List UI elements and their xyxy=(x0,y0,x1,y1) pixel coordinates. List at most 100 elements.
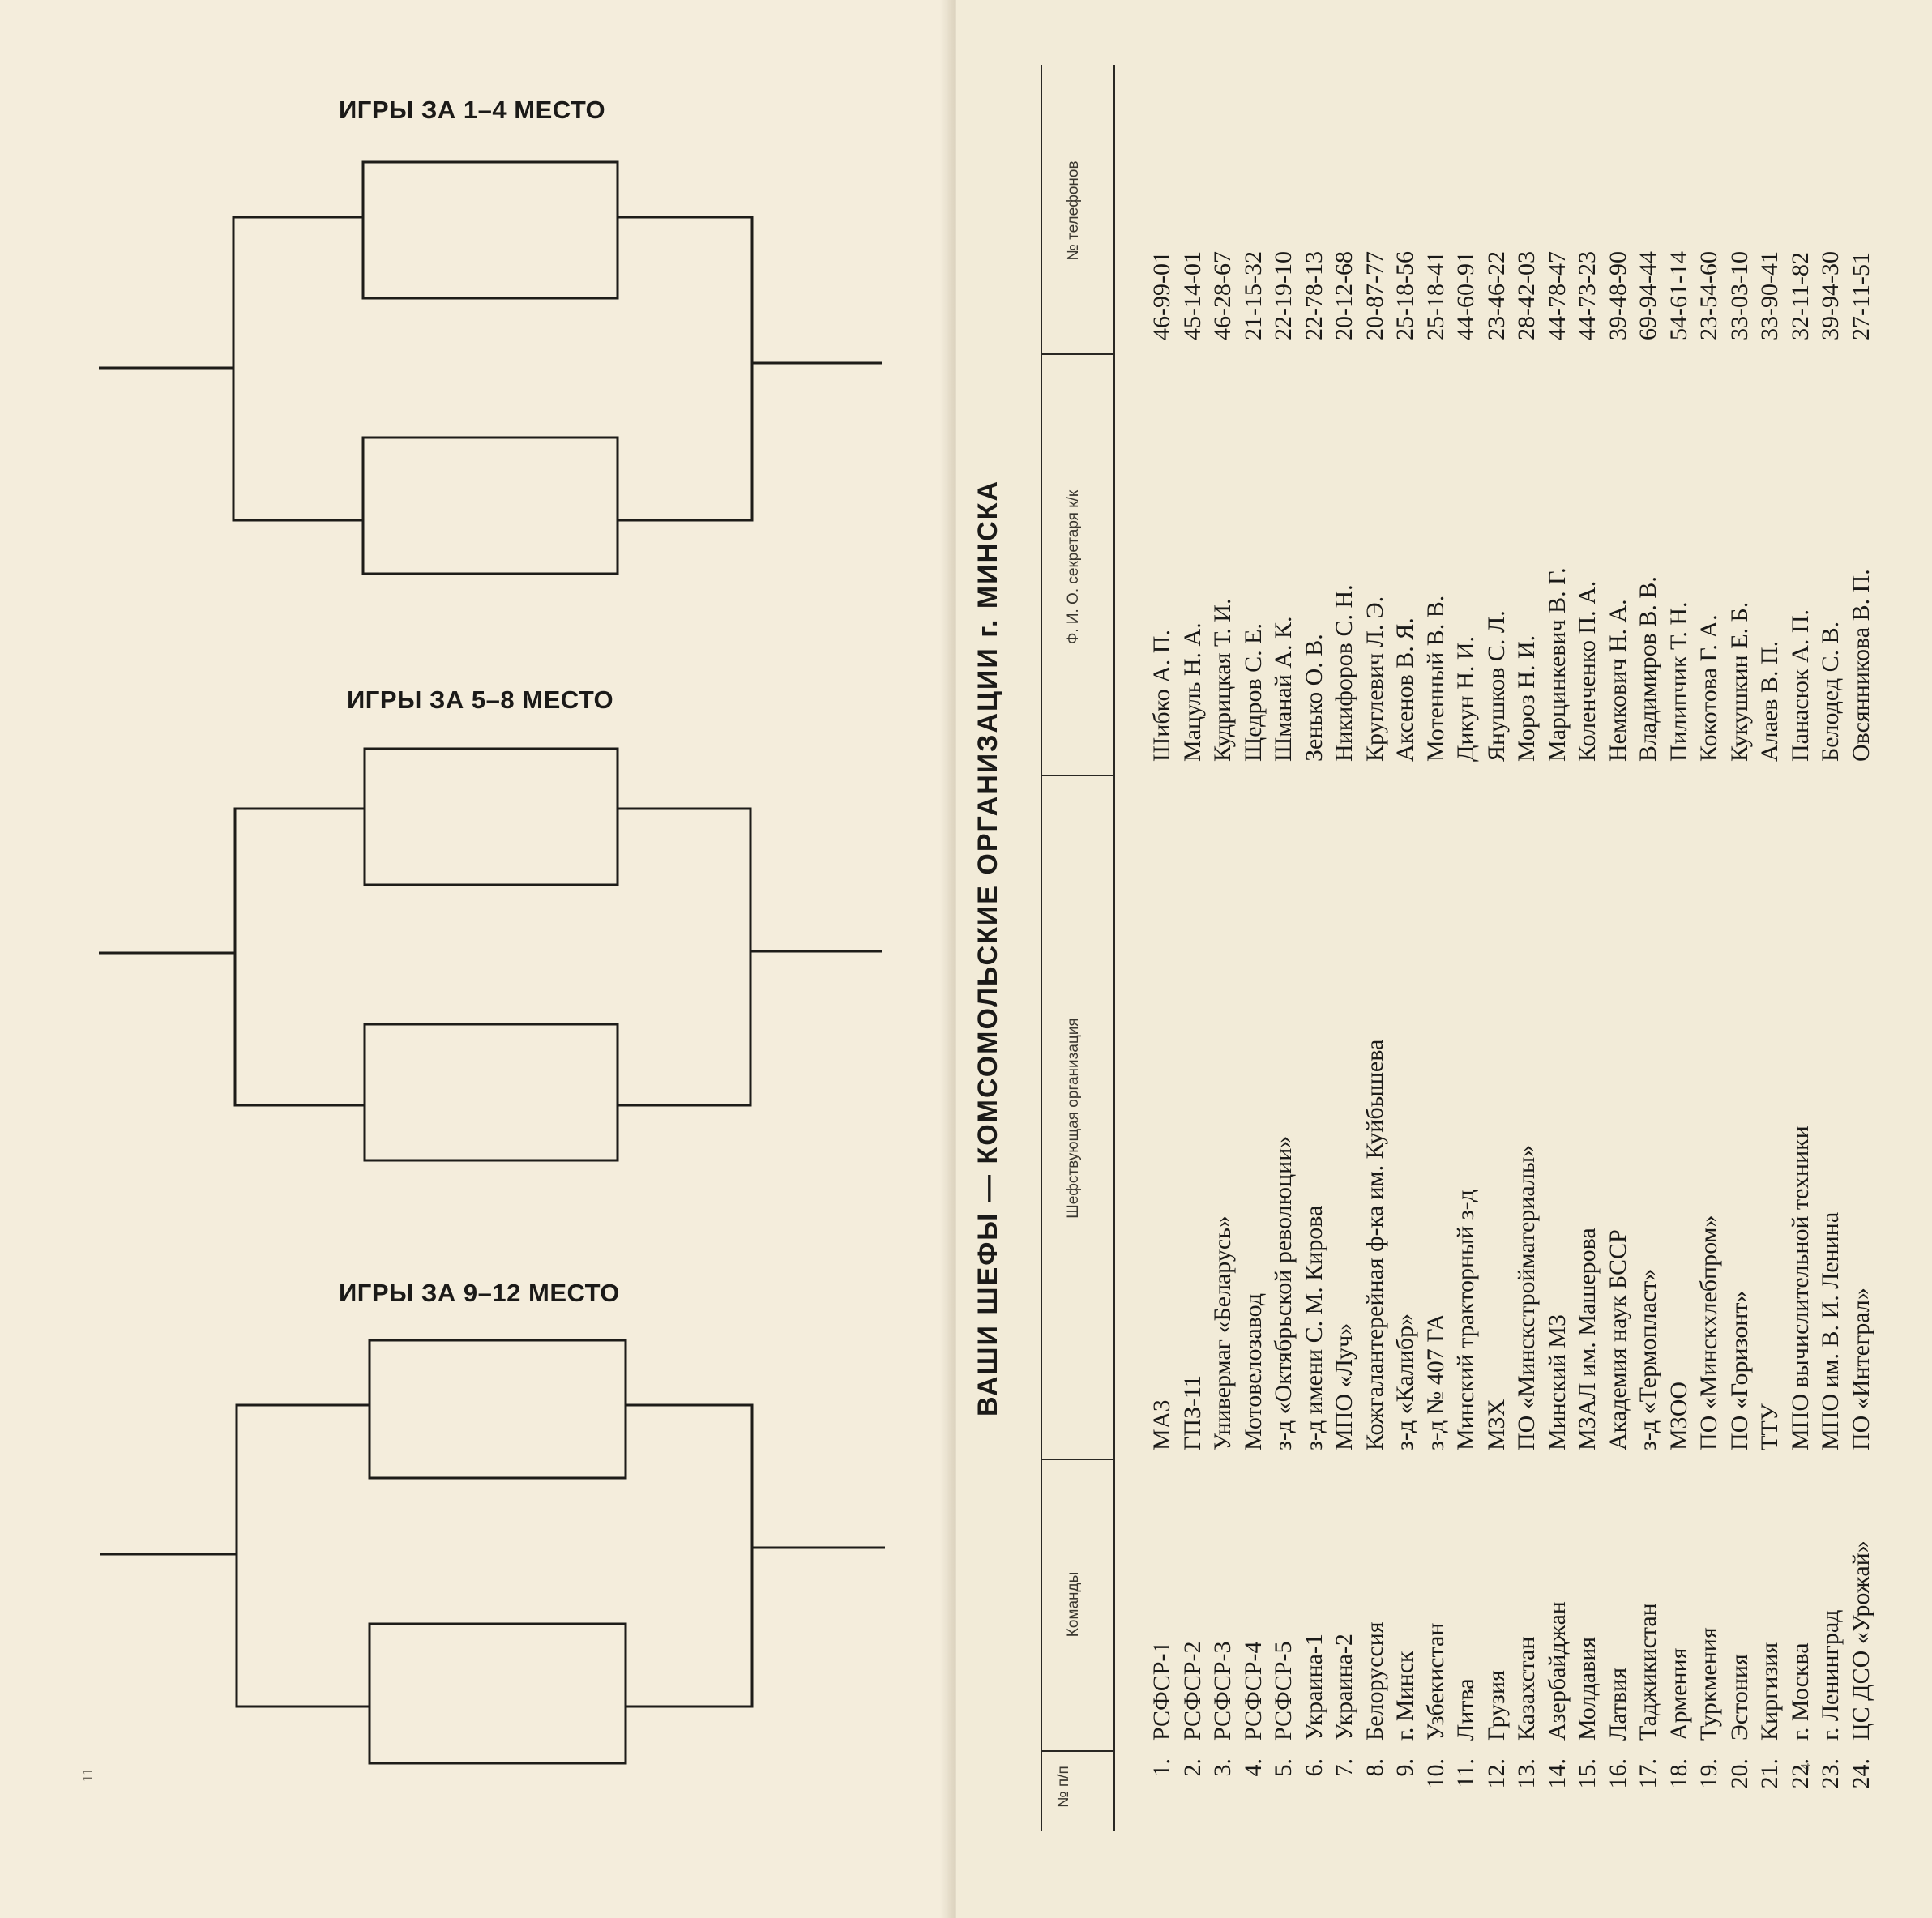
row-number: 8. xyxy=(1361,1758,1388,1777)
left-page: ИГРЫ ЗА 1–4 МЕСТО ИГРЫ ЗА 5–8 МЕСТО ИГРЫ… xyxy=(0,0,948,1918)
row-organization: ПО «Минскхлебпром» xyxy=(1696,1215,1722,1450)
row-team: Латвия xyxy=(1605,1667,1631,1741)
row-team: Азербайджан xyxy=(1544,1601,1571,1741)
row-secretary: Коленченко П. А. xyxy=(1575,580,1601,762)
row-team: Таджикистан xyxy=(1635,1603,1661,1741)
row-secretary: Круглевич Л. Э. xyxy=(1361,596,1388,762)
row-organization: МПО «Луч» xyxy=(1331,1322,1357,1450)
patrons-table-block: ВАШИ ШЕФЫ — КОМСОМОЛЬСКИЕ ОРГАНИЗАЦИИ г.… xyxy=(972,65,1913,1831)
row-phone: 28-42-03 xyxy=(1514,251,1540,340)
header-secretary: Ф. И. О. секретаря к/к xyxy=(1065,489,1082,645)
row-secretary: Мороз Н. И. xyxy=(1514,634,1540,762)
row-number: 20. xyxy=(1726,1758,1753,1789)
row-team: г. Минск xyxy=(1392,1651,1418,1741)
row-organization: з-д «Октябрьской революции» xyxy=(1271,1135,1297,1450)
row-number: 6. xyxy=(1301,1758,1327,1777)
row-number: 17. xyxy=(1635,1758,1661,1789)
row-number: 16. xyxy=(1605,1758,1631,1789)
row-phone: 22-78-13 xyxy=(1301,251,1327,340)
row-secretary: Шибко А. П. xyxy=(1149,630,1175,762)
row-number: 4. xyxy=(1240,1758,1267,1777)
row-phone: 33-90-41 xyxy=(1757,251,1783,340)
row-number: 23. xyxy=(1818,1758,1844,1789)
row-organization: Мотовелозавод xyxy=(1240,1292,1267,1450)
row-phone: 39-48-90 xyxy=(1605,251,1631,340)
row-number: 9. xyxy=(1392,1758,1418,1777)
row-organization: МАЗ xyxy=(1149,1399,1175,1450)
row-number: 24. xyxy=(1848,1758,1874,1789)
row-number: 21. xyxy=(1757,1758,1783,1789)
row-team: РСФСР-4 xyxy=(1240,1641,1267,1741)
row-secretary: Шманай А. К. xyxy=(1271,616,1297,762)
match-box-bottom xyxy=(361,436,619,575)
row-organization: з-д «Калибр» xyxy=(1392,1313,1418,1450)
row-phone: 44-60-91 xyxy=(1453,251,1479,340)
table-title: ВАШИ ШЕФЫ — КОМСОМОЛЬСКИЕ ОРГАНИЗАЦИИ г.… xyxy=(972,479,1003,1417)
row-secretary: Мотенный В. В. xyxy=(1422,595,1449,762)
row-organization: МЗАЛ им. Машерова xyxy=(1575,1228,1601,1450)
row-secretary: Никифоров С. Н. xyxy=(1331,584,1357,762)
row-phone: 39-94-30 xyxy=(1818,251,1844,340)
row-team: РСФСР-3 xyxy=(1210,1641,1236,1741)
row-phone: 23-46-22 xyxy=(1483,251,1510,340)
row-team: РСФСР-5 xyxy=(1271,1641,1297,1741)
row-organization: МПО им. В. И. Ленина xyxy=(1818,1211,1844,1450)
row-team: Казахстан xyxy=(1514,1636,1540,1741)
row-number: 13. xyxy=(1514,1758,1540,1789)
row-organization: Минский МЗ xyxy=(1544,1314,1571,1450)
row-organization: МЗОО xyxy=(1665,1381,1692,1450)
row-phone: 46-28-67 xyxy=(1210,251,1236,340)
right-page: 4 xyxy=(956,0,1932,1918)
bracket-title-1-4: ИГРЫ ЗА 1–4 МЕСТО xyxy=(339,96,606,124)
row-phone: 33-03-10 xyxy=(1726,251,1753,340)
row-secretary: Владимиров В. В. xyxy=(1635,576,1661,762)
row-team: РСФСР-1 xyxy=(1149,1641,1175,1741)
row-phone: 45-14-01 xyxy=(1179,251,1206,340)
row-secretary: Щедров С. Е. xyxy=(1240,623,1267,762)
match-box-top xyxy=(363,747,619,886)
table-header-rule xyxy=(1113,65,1115,1831)
match-box-bottom xyxy=(368,1622,627,1765)
row-secretary: Немкович Н. А. xyxy=(1605,599,1631,762)
bracket-title-9-12: ИГРЫ ЗА 9–12 МЕСТО xyxy=(339,1279,620,1307)
row-phone: 25-18-56 xyxy=(1392,251,1418,340)
row-number: 1. xyxy=(1149,1758,1175,1777)
bracket-diagram-5-8 xyxy=(99,747,882,1162)
row-team: ЦС ДСО «Урожай» xyxy=(1848,1540,1874,1741)
row-phone: 69-94-44 xyxy=(1635,251,1661,340)
row-organization: МПО вычислительной техники xyxy=(1787,1126,1814,1450)
row-organization: ТТУ xyxy=(1757,1403,1783,1450)
row-number: 7. xyxy=(1331,1758,1357,1777)
row-organization: МЗХ xyxy=(1483,1399,1510,1450)
row-secretary: Пилипчик Т. Н. xyxy=(1665,601,1692,762)
bracket-diagram-9-12 xyxy=(100,1339,885,1765)
row-team: Украина-2 xyxy=(1331,1634,1357,1741)
row-organization: ПО «Горизонт» xyxy=(1726,1290,1753,1450)
row-team: Узбекистан xyxy=(1422,1622,1449,1741)
bracket-diagram-1-4 xyxy=(99,160,882,575)
row-number: 12. xyxy=(1483,1758,1510,1789)
row-team: Киргизия xyxy=(1757,1642,1783,1741)
row-secretary: Овсянникова В. П. xyxy=(1848,569,1874,762)
row-secretary: Дикун Н. И. xyxy=(1453,635,1479,762)
row-phone: 54-61-14 xyxy=(1665,251,1692,340)
header-num: № п/п xyxy=(1055,1766,1072,1808)
